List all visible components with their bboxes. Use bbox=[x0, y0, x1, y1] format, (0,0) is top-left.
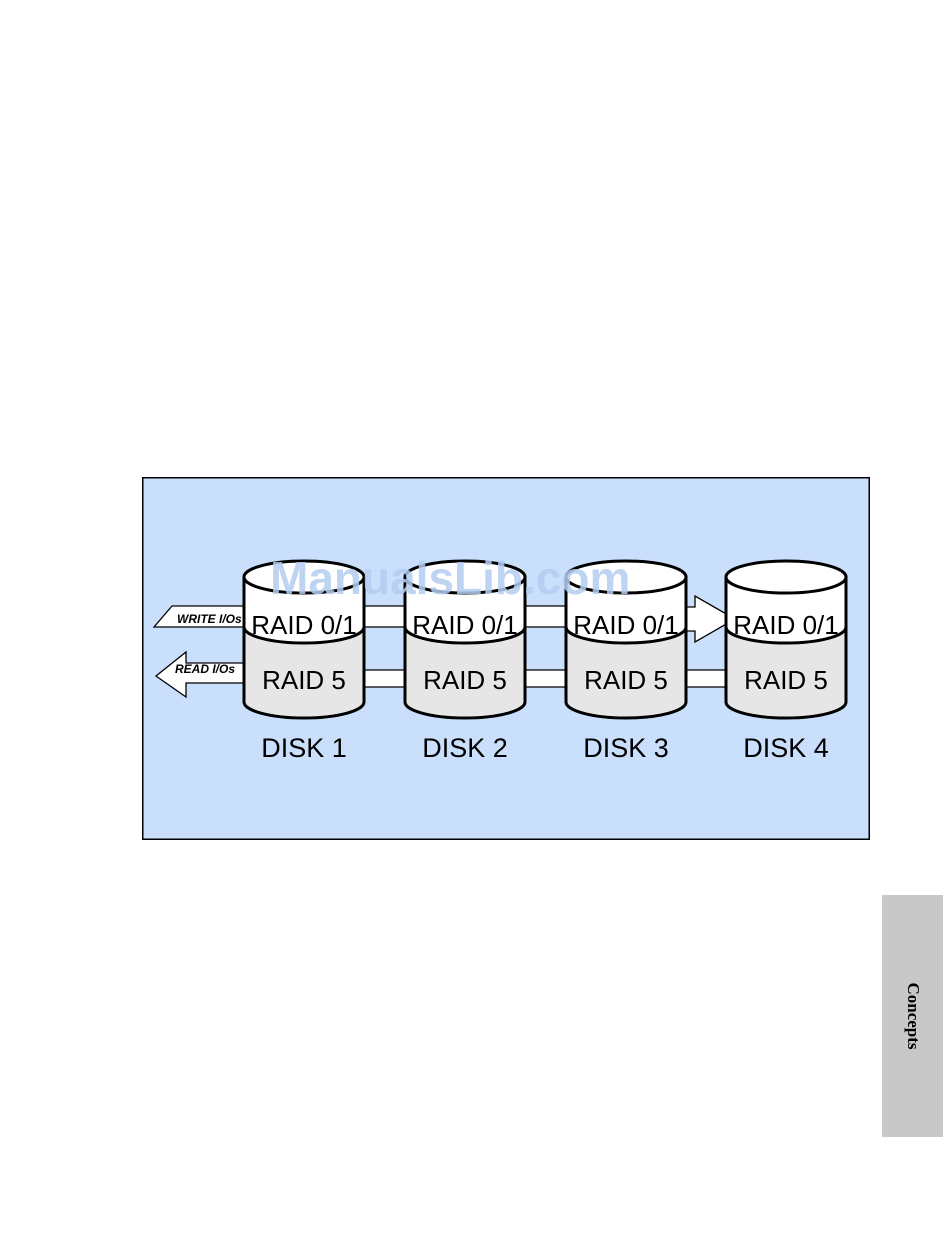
write-io-label: WRITE I/Os bbox=[177, 612, 242, 626]
disk-bottom-tier-label: RAID 5 bbox=[423, 665, 507, 695]
disk-bottom-tier-label: RAID 5 bbox=[744, 665, 828, 695]
disk-4: RAID 0/1 RAID 5 DISK 4 bbox=[726, 561, 846, 763]
watermark-text: ManualsLib.com bbox=[270, 552, 630, 604]
section-tab-label: Concepts bbox=[903, 982, 923, 1049]
diagram-canvas: WRITE I/Os READ I/Os RAID 0/1 RAID 5 DIS… bbox=[142, 477, 870, 840]
read-io-label: READ I/Os bbox=[175, 662, 235, 676]
disk-top-tier-label: RAID 0/1 bbox=[251, 610, 357, 640]
disk-top-cap bbox=[726, 561, 846, 593]
disk-top-tier-label: RAID 0/1 bbox=[412, 610, 518, 640]
disk-label: DISK 1 bbox=[261, 733, 347, 763]
disk-bottom-tier-label: RAID 5 bbox=[262, 665, 346, 695]
disk-bottom-tier-label: RAID 5 bbox=[584, 665, 668, 695]
raid-tier-diagram: WRITE I/Os READ I/Os RAID 0/1 RAID 5 DIS… bbox=[142, 477, 870, 840]
disk-label: DISK 3 bbox=[583, 733, 669, 763]
disk-top-tier-label: RAID 0/1 bbox=[733, 610, 839, 640]
disk-top-tier-label: RAID 0/1 bbox=[573, 610, 679, 640]
section-tab: Concepts bbox=[882, 895, 943, 1137]
disk-label: DISK 2 bbox=[422, 733, 508, 763]
disk-label: DISK 4 bbox=[743, 733, 829, 763]
write-io-arrow: WRITE I/Os bbox=[154, 606, 254, 627]
